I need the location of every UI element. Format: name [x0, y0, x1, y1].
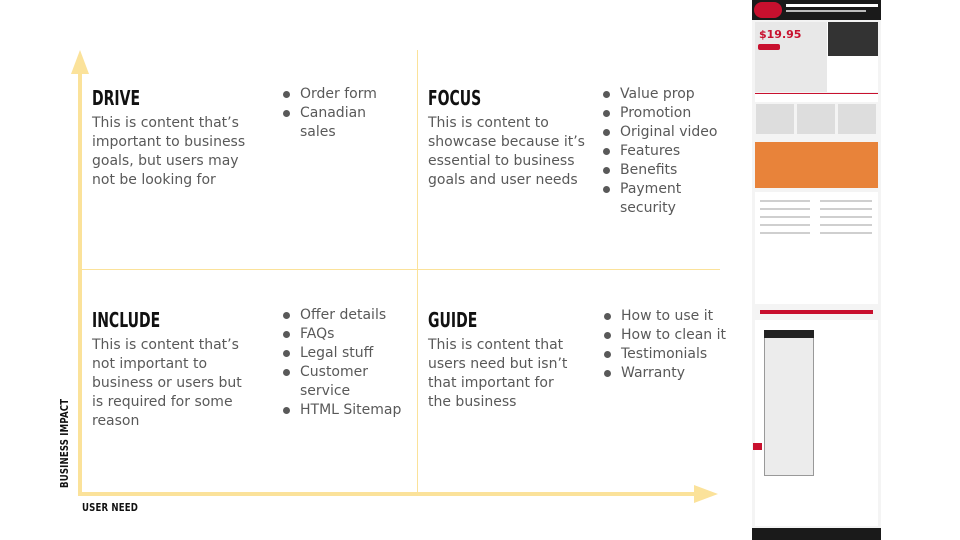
include-description: This is content that’s not important to … [92, 337, 242, 429]
x-axis [78, 492, 696, 496]
thumbnail-text-line [820, 216, 872, 218]
brand-logo [754, 2, 782, 18]
focus-list: Value prop Promotion Original video Feat… [602, 85, 732, 218]
thumbnail-testimonials [755, 192, 878, 304]
thumbnail-hero-left [755, 22, 827, 92]
list-item: HTML Sitemap [282, 401, 412, 420]
list-item: Order form [282, 85, 402, 104]
thumbnail-store-warning [760, 310, 873, 314]
thumbnail-text-line [760, 216, 810, 218]
list-item: Warranty [603, 364, 733, 383]
thumbnail-footer [752, 528, 881, 540]
thumbnail-text-line [820, 232, 872, 234]
focus-description: This is content to showcase because it’s… [428, 115, 585, 188]
list-item: FAQs [282, 325, 412, 344]
quadrant-divider-vertical [417, 50, 418, 494]
thumbnail-order-form [764, 330, 814, 476]
thumbnail-step-image [838, 104, 876, 134]
list-item: Value prop [602, 85, 732, 104]
y-axis [78, 70, 82, 494]
thumbnail-video [828, 22, 878, 56]
thumbnail-price: $19.95 [759, 28, 802, 41]
list-item: Original video [602, 123, 732, 142]
thumbnail-header-text [786, 4, 878, 7]
drive-list: Order form Canadian sales [282, 85, 402, 142]
thumbnail-order-button [758, 44, 780, 50]
drive-description: This is content that’s important to busi… [92, 115, 246, 188]
thumbnail-text-line [760, 232, 810, 234]
list-item: How to use it [603, 307, 733, 326]
thumbnail-step-image [797, 104, 835, 134]
include-list: Offer details FAQs Legal stuff Customer … [282, 306, 412, 420]
thumbnail-features-band [755, 142, 878, 188]
guide-list: How to use it How to clean it Testimonia… [603, 307, 733, 383]
thumbnail-text-line [820, 208, 872, 210]
thumbnail-header-subtext [786, 10, 866, 12]
thumbnail-text-line [820, 200, 872, 202]
focus-title: FOCUS [428, 86, 482, 110]
list-item: Promotion [602, 104, 732, 123]
canada-flag-icon [753, 443, 762, 450]
list-item: Canadian sales [282, 104, 370, 142]
y-axis-label: BUSINESS IMPACT [58, 398, 71, 488]
list-item: Features [602, 142, 732, 161]
list-item: Offer details [282, 306, 412, 325]
thumbnail-text-line [820, 224, 872, 226]
list-item: Benefits [602, 161, 732, 180]
thumbnail-text-line [760, 200, 810, 202]
x-axis-label: USER NEED [82, 501, 139, 514]
list-item: Payment security [602, 180, 700, 218]
x-axis-arrow [694, 485, 718, 503]
webpage-screenshot-thumbnail: $19.95 [752, 0, 881, 540]
include-title: INCLUDE [92, 308, 161, 332]
thumbnail-steps-bar [755, 93, 878, 102]
list-item: Testimonials [603, 345, 733, 364]
y-axis-arrow [71, 50, 89, 74]
list-item: Legal stuff [282, 344, 412, 363]
list-item: Customer service [282, 363, 380, 401]
quadrant-divider-horizontal [80, 269, 720, 270]
list-item: How to clean it [603, 326, 733, 345]
guide-title: GUIDE [428, 308, 478, 332]
guide-description: This is content that users need but isn’… [428, 337, 568, 410]
thumbnail-text-line [760, 224, 810, 226]
drive-title: DRIVE [92, 86, 141, 110]
thumbnail-step-image [756, 104, 794, 134]
thumbnail-text-line [760, 208, 810, 210]
thumbnail-order-form-header [764, 330, 814, 338]
